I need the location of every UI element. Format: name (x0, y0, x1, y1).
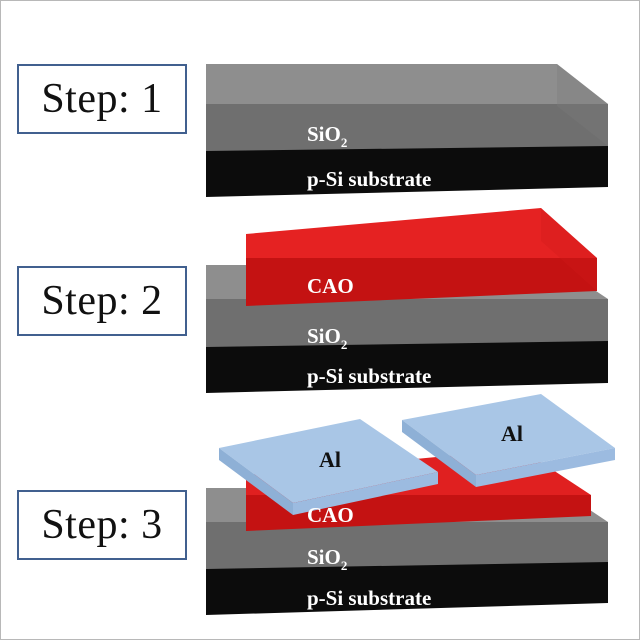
step-3-cao-label: CAO (307, 503, 354, 527)
step-1-label-box: Step: 1 (17, 64, 187, 134)
step-3-al-right-label: Al (501, 421, 523, 446)
step-1-oxide-front (206, 104, 608, 151)
step-1-substrate-label: p-Si substrate (307, 167, 431, 191)
step-3-al-left-side (293, 472, 438, 515)
step-3-al-right-top (402, 394, 615, 475)
step-3-oxide-label: SiO2 (307, 545, 347, 573)
step-3-al-right-side (476, 448, 615, 487)
step-1-label: Step: 1 (41, 76, 163, 122)
step-2-label-box: Step: 2 (17, 266, 187, 336)
step-3-stack: Al Al CAO SiO2 p-Si substrate (206, 394, 615, 615)
step-3-al-right-front (402, 420, 476, 487)
step-3-al-left-top (219, 419, 438, 503)
step-2-cao-front (246, 258, 597, 306)
step-1-oxide-side (557, 64, 608, 146)
step-2-cao-side (541, 208, 597, 291)
step-3-label: Step: 3 (41, 502, 163, 548)
step-3-al-left-label: Al (319, 447, 341, 472)
step-3-substrate-label: p-Si substrate (307, 586, 431, 610)
step-2-label: Step: 2 (41, 278, 163, 324)
step-2-substrate-label: p-Si substrate (307, 364, 431, 388)
step-2-oxide-front (206, 299, 608, 347)
step-3-al-left-front (219, 448, 293, 515)
step-2-substrate-front (206, 331, 608, 393)
step-1-oxide-top (206, 64, 608, 104)
step-3-substrate-front (206, 553, 608, 615)
step-2-oxide-label: SiO2 (307, 324, 347, 352)
step-3-oxide-front (206, 522, 608, 569)
step-1-oxide-label: SiO2 (307, 122, 347, 150)
step-2-cao-top (246, 208, 597, 258)
step-1-stack: SiO2 p-Si substrate (206, 64, 608, 197)
step-3-label-box: Step: 3 (17, 490, 187, 560)
step-2-cao-label: CAO (307, 274, 354, 298)
step-2-stack: CAO SiO2 p-Si substrate (206, 208, 608, 393)
